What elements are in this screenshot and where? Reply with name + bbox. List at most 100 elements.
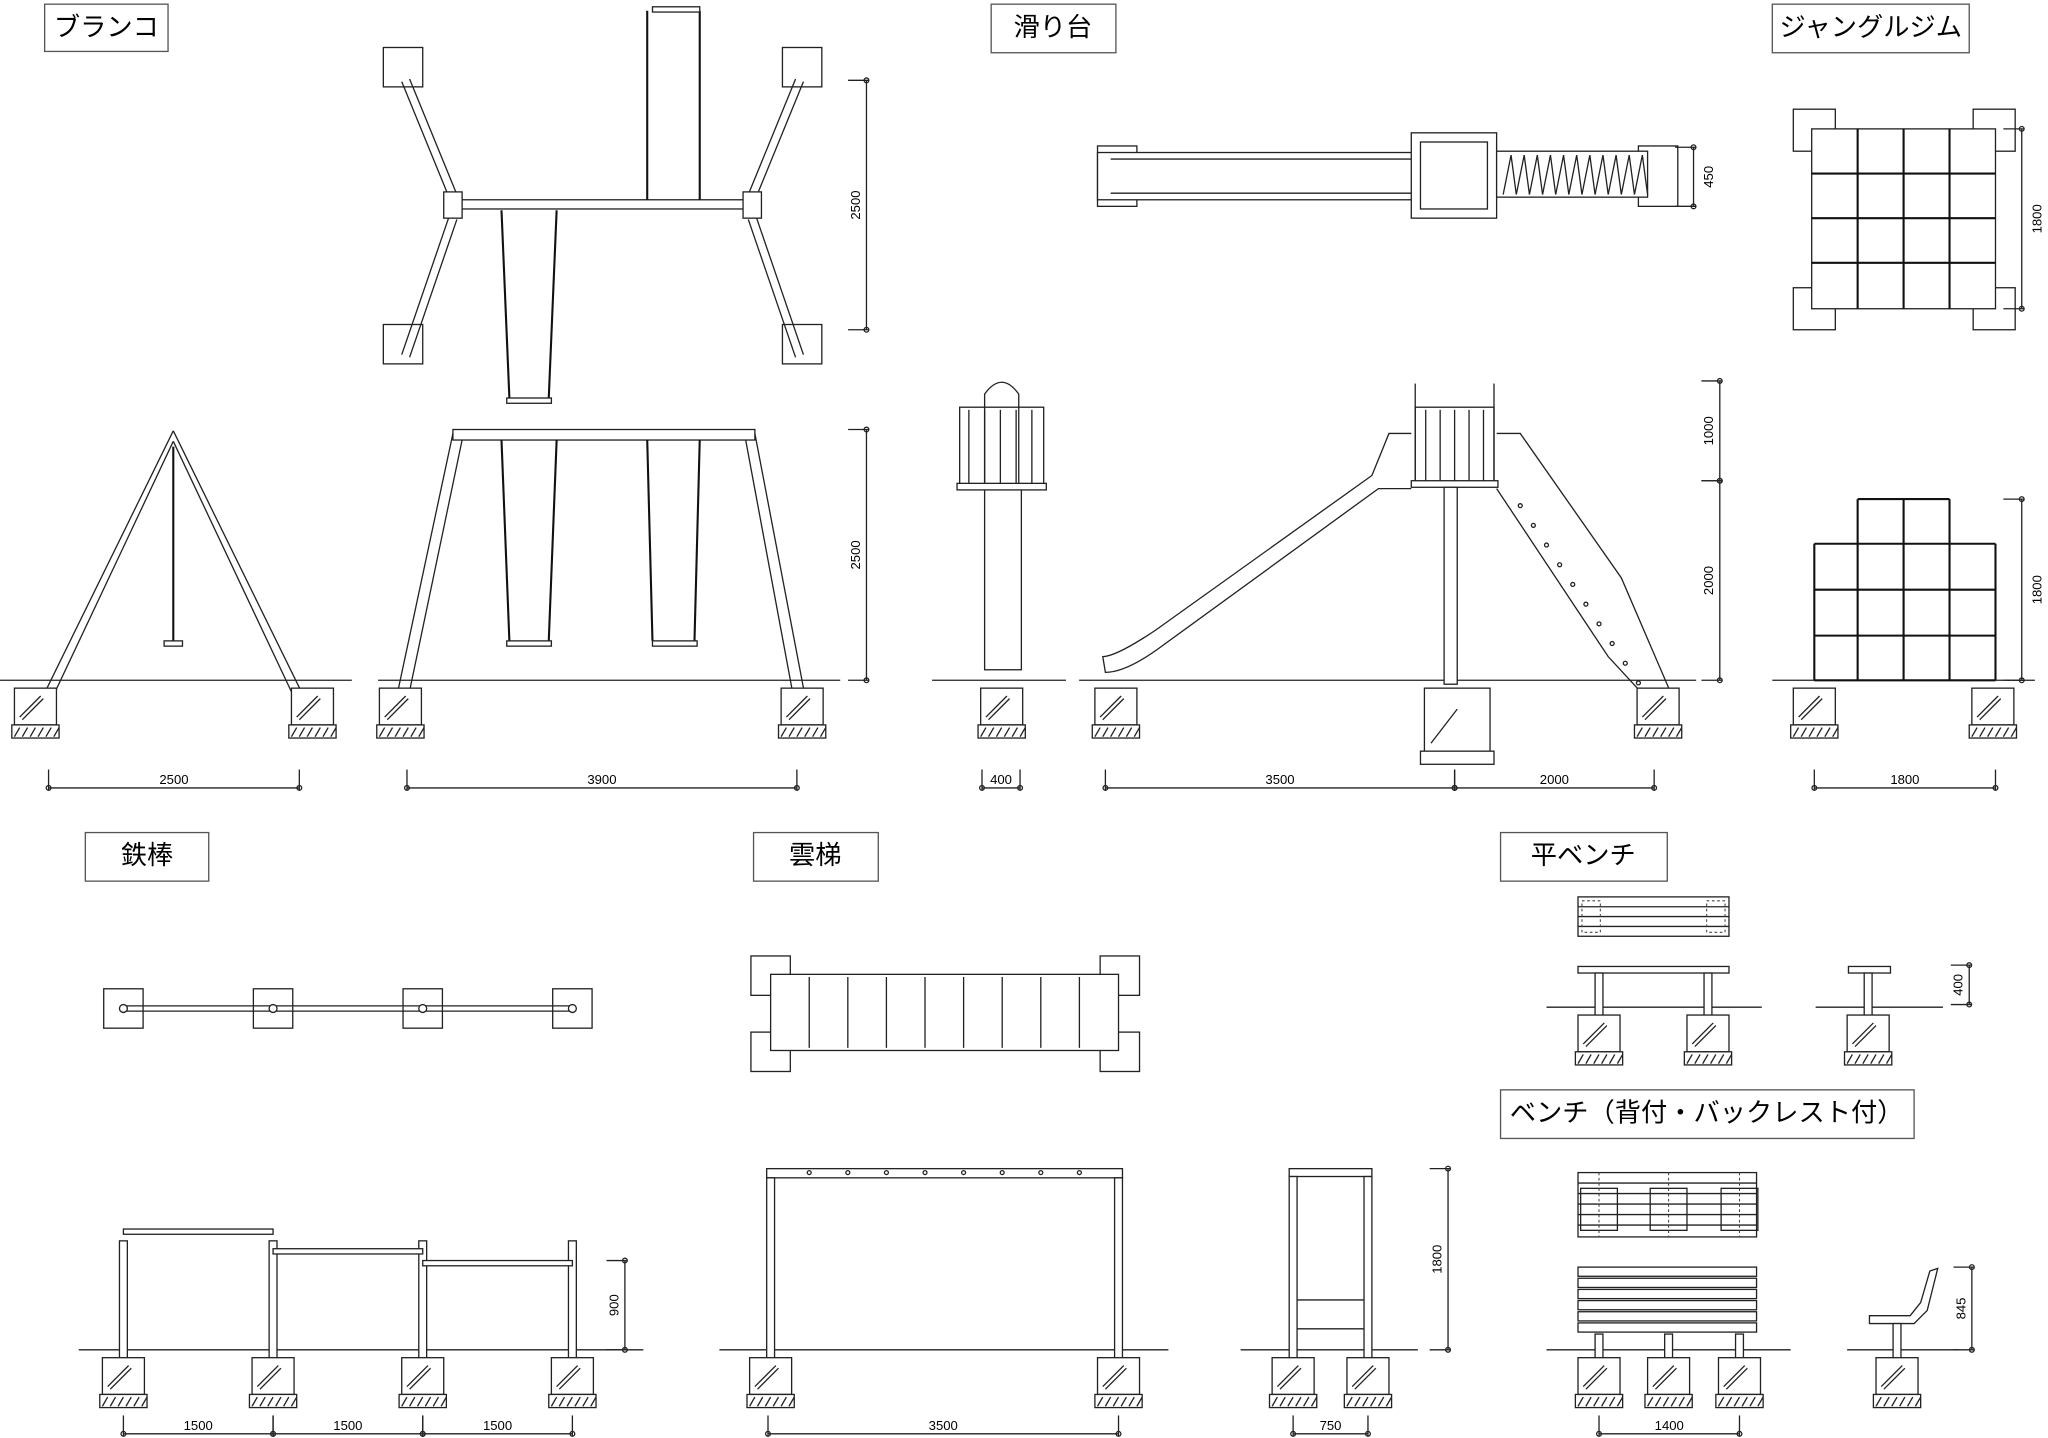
slide-ladder-rung (1517, 503, 1523, 509)
footing-base (1419, 750, 1495, 765)
footing-hatch (1854, 1025, 1877, 1048)
footing-base-hatch (322, 727, 329, 738)
footing-base-hatch (780, 1396, 787, 1407)
dimension-tick (863, 326, 870, 333)
swing-leg-plan (401, 216, 458, 358)
footing-base-hatch (401, 1396, 408, 1407)
footing (290, 687, 335, 726)
dimension-tick (2018, 677, 2025, 684)
title-horizontal-bar-text: 鉄棒 (121, 841, 174, 871)
dimension-tick (419, 1430, 426, 1437)
title-monkey-bars-text: 雲梯 (789, 841, 842, 871)
bar-post (268, 1240, 278, 1360)
footing-base (1872, 1393, 1922, 1409)
back-bench-slat (1577, 1299, 1758, 1311)
footing-base-hatch (45, 727, 52, 738)
dimension-tick (1716, 677, 1723, 684)
footing-base-hatch (819, 727, 827, 738)
footing-base-hatch (1733, 1396, 1741, 1407)
monkey-bars-rung (1038, 1169, 1044, 1176)
dimension-label: 1500 (184, 1418, 213, 1433)
dimension-tick (1966, 1001, 1973, 1008)
footing-hatch (1585, 1367, 1608, 1390)
flat-bench-seat-side (1847, 965, 1892, 974)
footing-base-hatch (1377, 1396, 1385, 1407)
back-bench-side-profile (1868, 1267, 1939, 1325)
footing-base-hatch (1120, 1396, 1127, 1407)
footing-base (1790, 724, 1839, 739)
footing-base-hatch (1987, 727, 1994, 738)
footing-hatch (1641, 695, 1664, 718)
dimension-tick (296, 784, 303, 791)
footing-base (1715, 1393, 1764, 1409)
dimension-tick (1966, 962, 1973, 969)
footing-plan (781, 323, 823, 365)
dimension-label: 1500 (333, 1418, 362, 1433)
footing-base-hatch (1670, 1396, 1678, 1407)
dimension-tick (863, 77, 870, 84)
title-jungle-gym: ジャングルジム (1771, 3, 1970, 54)
footing-hatch (1883, 1367, 1906, 1390)
footing-base-hatch (125, 1396, 132, 1407)
footing-base-hatch (1279, 1396, 1286, 1407)
footing-base-hatch (1295, 1396, 1302, 1407)
dimension-label: 400 (1951, 974, 1966, 996)
bar-post (118, 1240, 128, 1360)
footing-hatch (556, 1365, 579, 1388)
dimension-tick (1651, 784, 1658, 791)
dimension-tick (403, 784, 410, 791)
footing-base-hatch (764, 1396, 772, 1407)
dimension-label: 1800 (2029, 575, 2044, 604)
back-bench-plan (1577, 1171, 1758, 1238)
dimension-tick (1102, 784, 1109, 791)
footing-base (977, 724, 1026, 739)
footing-base (99, 1393, 148, 1409)
footing-base-hatch (117, 1396, 124, 1407)
footing-hatch (1644, 698, 1667, 721)
dimension-label: 1500 (483, 1418, 512, 1433)
swing-seat (651, 640, 698, 647)
swing-top-beam-plan (458, 199, 752, 210)
slide-ladder-step (1502, 155, 1517, 195)
footing-hatch (1691, 1022, 1714, 1045)
footing-base-hatch (1585, 1054, 1592, 1064)
slide-tower-post (983, 485, 1023, 671)
slide-ladder-step (1633, 155, 1649, 195)
footing-base (1644, 1393, 1693, 1409)
dimension-label: 900 (606, 1294, 621, 1316)
footing-hatch (1979, 698, 2002, 721)
monkey-bars-plan (769, 973, 1120, 1052)
footing-hatch (259, 1367, 282, 1390)
footing-base-hatch (749, 1396, 756, 1407)
footing-base-hatch (1636, 727, 1643, 738)
footing-base-hatch (1885, 1054, 1893, 1064)
footing-base (1091, 724, 1141, 739)
dimension-tick (764, 1430, 772, 1437)
dimension-label: 2500 (848, 190, 863, 219)
bench-leg-hidden (1581, 900, 1601, 933)
footing-base-hatch (1899, 1396, 1906, 1407)
swing-leg (745, 433, 811, 723)
footing-base-hatch (402, 727, 409, 738)
footing-base-hatch (1616, 1396, 1624, 1407)
footing-hatch (384, 695, 407, 718)
footing-hatch (1976, 695, 1999, 718)
swing-chain (500, 210, 511, 399)
footing-base-hatch (440, 1396, 447, 1407)
footing-base-hatch (378, 727, 386, 738)
footing-hatch (256, 1365, 279, 1388)
footing-base-hatch (1686, 1396, 1693, 1407)
dimension-tick (1716, 377, 1723, 384)
iron-bar (122, 1228, 274, 1235)
slide-ladder-step (1581, 155, 1596, 195)
footing-base-hatch (1710, 1054, 1717, 1064)
dimension-tick (621, 1346, 628, 1353)
jungle-gym-grid (1813, 498, 1997, 682)
back-bench-slat (1577, 1288, 1758, 1300)
footing-base-hatch (13, 727, 21, 738)
footing-base-hatch (1824, 727, 1831, 738)
dimension-tick (1017, 784, 1024, 791)
footing-base-hatch (590, 1396, 597, 1407)
footing-base-hatch (2010, 727, 2018, 738)
